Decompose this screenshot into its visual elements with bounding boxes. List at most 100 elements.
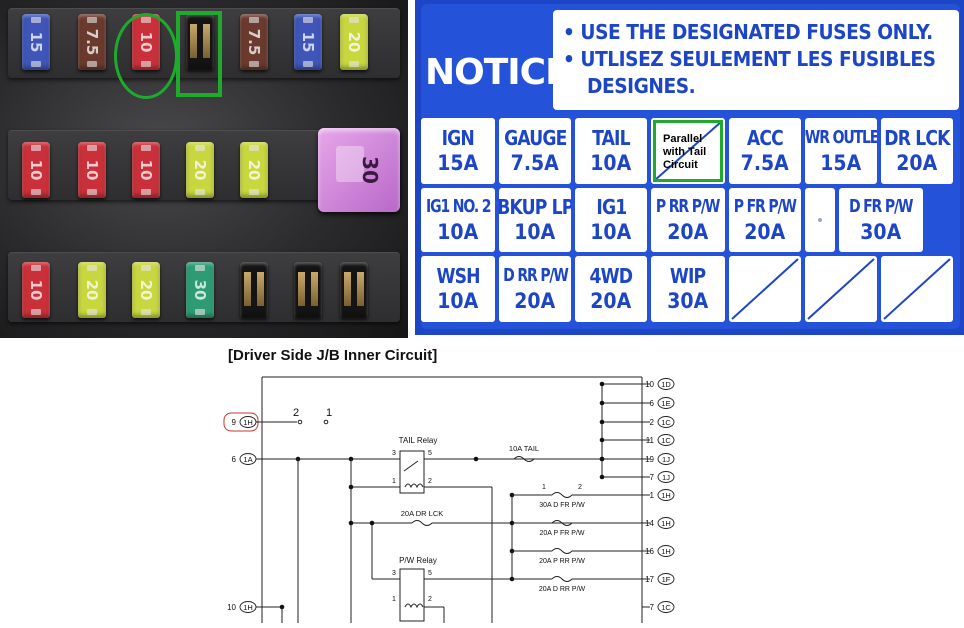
switch-label-1: 1 [326, 407, 332, 419]
junction-dot [599, 437, 605, 443]
right-connector-2-1c-oval [657, 416, 675, 428]
fuse-cell-pwr-outlet: PWR OUTLET15A [805, 118, 877, 184]
right-connector-6-1e-code: 1E [661, 399, 670, 408]
switch-label-2: 2 [293, 407, 299, 419]
fuse-cell-name: DR LCK [884, 126, 950, 150]
fuse-20a-p-fr-pw [551, 520, 573, 526]
fuse-rating-label: 15 [299, 31, 317, 53]
fuse-cell-name: D RR P/W [502, 265, 569, 286]
fuse-20a-dr-lck-label: 20A DR LCK [401, 509, 444, 518]
right-connector-14-1h-pin: 14 [645, 519, 654, 528]
right-connector-7-1j-oval [657, 471, 675, 483]
fuse-10a: 10 [22, 262, 50, 318]
fuse-cell-amperage: 15A [820, 151, 862, 175]
switch-contact-2 [297, 419, 303, 425]
fuse-cell-amperage: 20A [744, 220, 786, 244]
fuse-20a-p-fr-pw-label: 20A P FR P/W [540, 530, 585, 537]
fuse-cell-name: WSH [436, 264, 480, 288]
notice-line-2: • UTLISEZ SEULEMENT LES FUSIBLES [563, 47, 936, 71]
tail-relay-pin-3: 3 [392, 450, 396, 457]
fuse-cell-amperage: 30A [667, 289, 709, 313]
fuse-10a-tail-label: 10A TAIL [509, 444, 539, 453]
junction-dot [599, 419, 605, 425]
fuse-cell-amperage: 10A [514, 220, 556, 244]
fuse-cell-amperage: 20A [667, 220, 709, 244]
right-connector-17-1f-code: 1F [662, 575, 671, 584]
right-connector-19-1j-pin: 19 [645, 455, 654, 464]
right-connector-7-1c-code: 1C [661, 603, 671, 612]
tail-relay-pin-2: 2 [428, 478, 432, 485]
spare-fuse-cell [805, 256, 877, 322]
tail-relay-pin-5: 5 [428, 450, 432, 457]
parallel-highlight-box [653, 120, 723, 182]
fuse-cell-name: IG1 NO. 2 [425, 196, 491, 217]
fuse-rating-label: 7.5 [83, 28, 101, 56]
fuse-cell-name: ACC [747, 126, 784, 150]
fuse-rating-label: 10 [83, 159, 101, 181]
fuse-cell-name: WIP [670, 264, 706, 288]
fuse-cell-amperage: 30A [860, 220, 902, 244]
fuse-cell-name: P RR P/W [656, 196, 720, 217]
right-connector-16-1h-code: 1H [661, 547, 671, 556]
fuse-20a: 20 [78, 262, 106, 318]
highlight-circle [114, 13, 178, 99]
fuse-cell-amperage: 20A [590, 289, 632, 313]
right-connector-2-1c-code: 1C [661, 418, 671, 427]
right-connector-7-1c-oval [657, 601, 675, 613]
left-connector-10-1h-code: 1H [243, 603, 253, 612]
fuse-20a: 20 [132, 262, 160, 318]
left-connector-6-1a-code: 1A [243, 455, 252, 464]
junction-dot [348, 484, 354, 490]
fuse-cell-name: BKUP LP [499, 195, 571, 219]
fuse-cell-name: IG1 [596, 195, 627, 219]
right-connector-16-1h-oval [657, 545, 675, 557]
fuse-7-5a: 7.5 [78, 14, 106, 70]
right-connector-11-1c-code: 1C [661, 436, 671, 445]
spare-fuse-cell [881, 256, 953, 322]
right-connector-7-1j-code: 1J [662, 473, 670, 482]
fuse-rating-label: 30 [191, 279, 209, 301]
fuse-15a: 15 [294, 14, 322, 70]
fuse-30a: 30 [186, 262, 214, 318]
fuse-cell-amperage: 15A [437, 151, 479, 175]
fuse-10a: 10 [22, 142, 50, 198]
fuse-rating-label: 10 [27, 159, 45, 181]
pw-relay-coil [404, 603, 424, 609]
fuse-rating-label: 10 [137, 159, 155, 181]
right-connector-11-1c-oval [657, 434, 675, 446]
fuse-10a: 10 [132, 142, 160, 198]
fuse-20a-d-rr-pw [551, 576, 573, 582]
junction-dot [369, 520, 375, 526]
spare-fuse-cell [805, 188, 835, 252]
fuse-cell-p-rr-p-w: P RR P/W 20A [651, 188, 725, 252]
pw-relay-pin-5: 5 [428, 570, 432, 577]
fuse-rating-label: 20 [245, 159, 263, 181]
notice-warning-panel: • USE THE DESIGNATED FUSES ONLY. • UTLIS… [553, 10, 959, 110]
fuse-20a-p-rr-pw-label: 20A P RR P/W [539, 558, 585, 565]
fuse-7-5a: 7.5 [240, 14, 268, 70]
right-connector-1-1h-code: 1H [661, 491, 671, 500]
fuse-20a-d-rr-pw-label: 20A D RR P/W [539, 586, 586, 593]
left-connector-9-1h-code: 1H [243, 418, 253, 427]
fuse-20a-p-rr-pw [551, 548, 573, 554]
fuse-rating-label: 15 [27, 31, 45, 53]
junction-dot [599, 400, 605, 406]
pw-relay-box [399, 568, 425, 622]
fuse-10a-tail [513, 456, 535, 462]
spare-fuse-cell [729, 256, 801, 322]
fuse-cell-amperage: 7.5A [510, 151, 560, 175]
